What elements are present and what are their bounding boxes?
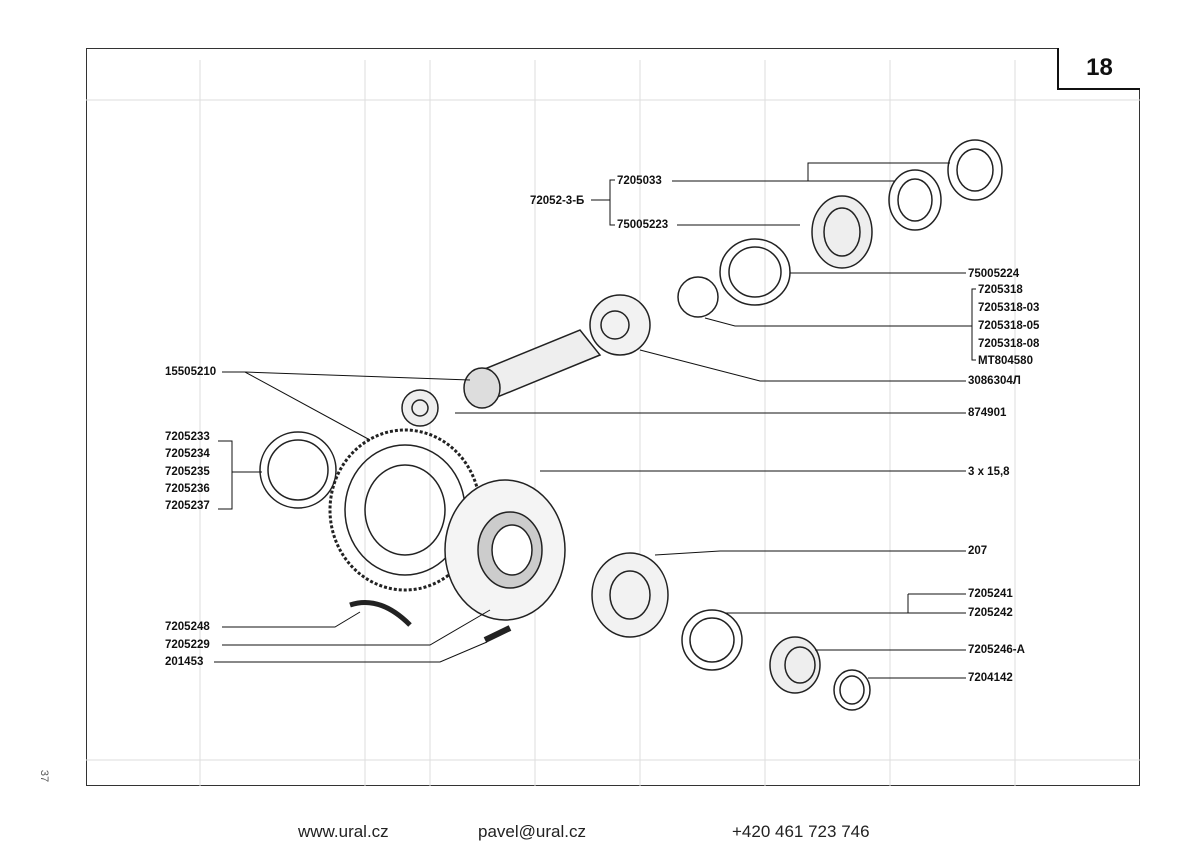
- part-label: 7205233: [165, 431, 210, 443]
- bearing-3086304: [589, 294, 651, 356]
- part-label: 3 x 15,8: [968, 466, 1010, 478]
- part-label: 7204142: [968, 672, 1013, 684]
- ring-7205033: [947, 139, 1003, 201]
- part-label: 7205318-08: [978, 338, 1040, 350]
- background-table-ghost: [86, 60, 1140, 786]
- part-label: 7205234: [165, 448, 210, 460]
- part-label: 7205033: [617, 175, 662, 187]
- part-label: 7205235: [165, 466, 210, 478]
- footer-website-link[interactable]: www.ural.cz: [298, 822, 389, 841]
- footer-email-link[interactable]: pavel@ural.cz: [478, 822, 586, 841]
- differential-housing: [444, 479, 566, 621]
- part-label: 7205236: [165, 483, 210, 495]
- bearing-sleeve: [811, 195, 873, 269]
- part-label: 7205246-A: [968, 644, 1025, 656]
- bolt-201453: [483, 625, 512, 643]
- bearing-874901: [401, 389, 439, 427]
- part-label: 7205318-03: [978, 302, 1040, 314]
- part-label: 874901: [968, 407, 1007, 419]
- footer-phone: +420 461 723 746: [732, 822, 870, 841]
- part-label: 7205248: [165, 621, 210, 633]
- part-label: 75005223: [617, 219, 669, 231]
- part-label: 3086304Л: [968, 375, 1021, 387]
- ring-7204142: [833, 669, 871, 711]
- ring-75005223: [888, 169, 942, 231]
- page-number-box: 18: [1057, 48, 1140, 90]
- part-label: 7205242: [968, 607, 1013, 619]
- shim-7205235: [259, 431, 337, 509]
- part-label: 7205229: [165, 639, 210, 651]
- part-label: 7205241: [968, 588, 1013, 600]
- part-label: MT804580: [978, 355, 1033, 367]
- ring-7205241: [681, 609, 743, 671]
- part-label: 7205318-05: [978, 320, 1040, 332]
- part-label: 7205318: [978, 284, 1023, 296]
- part-label: 201453: [165, 656, 204, 668]
- part-label: 72052-3-Б: [530, 195, 585, 207]
- sleeve-7205246: [769, 636, 821, 694]
- bearing-207: [591, 552, 669, 638]
- leader-lines: [214, 162, 976, 679]
- pinion-shaft: [463, 329, 602, 409]
- part-label: 15505210: [165, 366, 217, 378]
- parts: [259, 139, 1003, 711]
- ring-7205318: [677, 276, 719, 318]
- lock-plate-7205248: [349, 600, 412, 627]
- part-label: 207: [968, 545, 988, 557]
- part-label: 7205237: [165, 500, 210, 512]
- side-page-number: 37: [38, 769, 51, 783]
- page-frame: [86, 48, 1140, 786]
- ring-75005224: [719, 238, 791, 306]
- part-label: 75005224: [968, 268, 1020, 280]
